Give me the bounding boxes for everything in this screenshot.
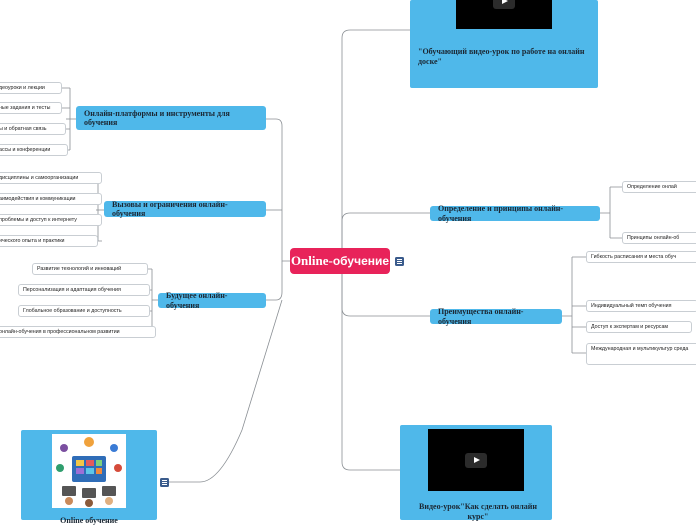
leaf-challenges-1[interactable]: дисциплины и самоорганизации	[0, 172, 102, 184]
video-card-bottom[interactable]: Видео-урок"Как сделать онлайн курс"	[400, 425, 552, 521]
leaf-advantages-3[interactable]: Доступ к экспертам и ресурсам	[586, 321, 692, 333]
menu-icon[interactable]	[395, 257, 404, 266]
topic-platforms[interactable]: Онлайн-платформы и инструменты для обуче…	[76, 106, 266, 130]
leaf-advantages-1[interactable]: Гибкость расписания и места обуч	[586, 251, 696, 263]
leaf-future-2[interactable]: Персонализация и адаптация обучения	[18, 284, 150, 296]
central-title-bold: Online-	[290, 253, 333, 268]
video-card-top-title: "Обучающий видео-урок по работе на онлай…	[418, 47, 585, 66]
central-topic[interactable]: Online-обучение	[290, 248, 390, 274]
leaf-future-3[interactable]: Глобальное образование и доступность	[18, 305, 150, 317]
leaf-platforms-1[interactable]: деоуроки и лекции	[0, 82, 62, 94]
leaf-advantages-4[interactable]: Международная и мультикультур среда	[586, 343, 696, 365]
central-title-rest: обучение	[332, 254, 390, 268]
leaf-definition-2[interactable]: Принципы онлайн-об	[622, 232, 696, 244]
leaf-definition-1[interactable]: Определение онлай	[622, 181, 696, 193]
image-card-title: Online обучение	[60, 516, 118, 525]
topic-definition[interactable]: Определение и принципы онлайн-обучения	[430, 204, 600, 223]
menu-icon[interactable]	[160, 478, 169, 487]
video-card-top[interactable]: "Обучающий видео-урок по работе на онлай…	[410, 0, 598, 88]
leaf-platforms-4[interactable]: ассы и конференции	[0, 144, 68, 156]
leaf-platforms-2[interactable]: ные задания и тесты	[0, 102, 62, 114]
leaf-platforms-3[interactable]: ы и обратная связь	[0, 123, 66, 135]
topic-challenges[interactable]: Вызовы и ограничения онлайн-обучения	[104, 200, 266, 218]
play-icon[interactable]	[493, 0, 515, 9]
leaf-future-4[interactable]: онлайн-обучения в профессиональном разви…	[0, 326, 156, 338]
leaf-challenges-2[interactable]: аимодействия и коммуникации	[0, 193, 102, 205]
image-card[interactable]: Online обучение	[21, 430, 157, 525]
leaf-advantages-2[interactable]: Индивидуальный темп обучения	[586, 300, 696, 312]
video-card-bottom-title: Видео-урок"Как сделать онлайн курс"	[419, 502, 537, 521]
video-thumbnail[interactable]	[456, 0, 552, 29]
topic-future[interactable]: Будущее онлайн-обучения	[158, 291, 266, 310]
leaf-challenges-3[interactable]: проблемы и доступ к интернету	[0, 214, 102, 226]
video-thumbnail-bottom[interactable]	[428, 429, 524, 491]
online-learning-illustration	[52, 434, 126, 508]
play-icon[interactable]	[465, 453, 487, 468]
leaf-future-1[interactable]: Развитие технологий и инноваций	[32, 263, 148, 275]
topic-advantages[interactable]: Преимущества онлайн-обучения	[430, 307, 562, 326]
leaf-challenges-4[interactable]: ического опыта и практики	[0, 235, 98, 247]
